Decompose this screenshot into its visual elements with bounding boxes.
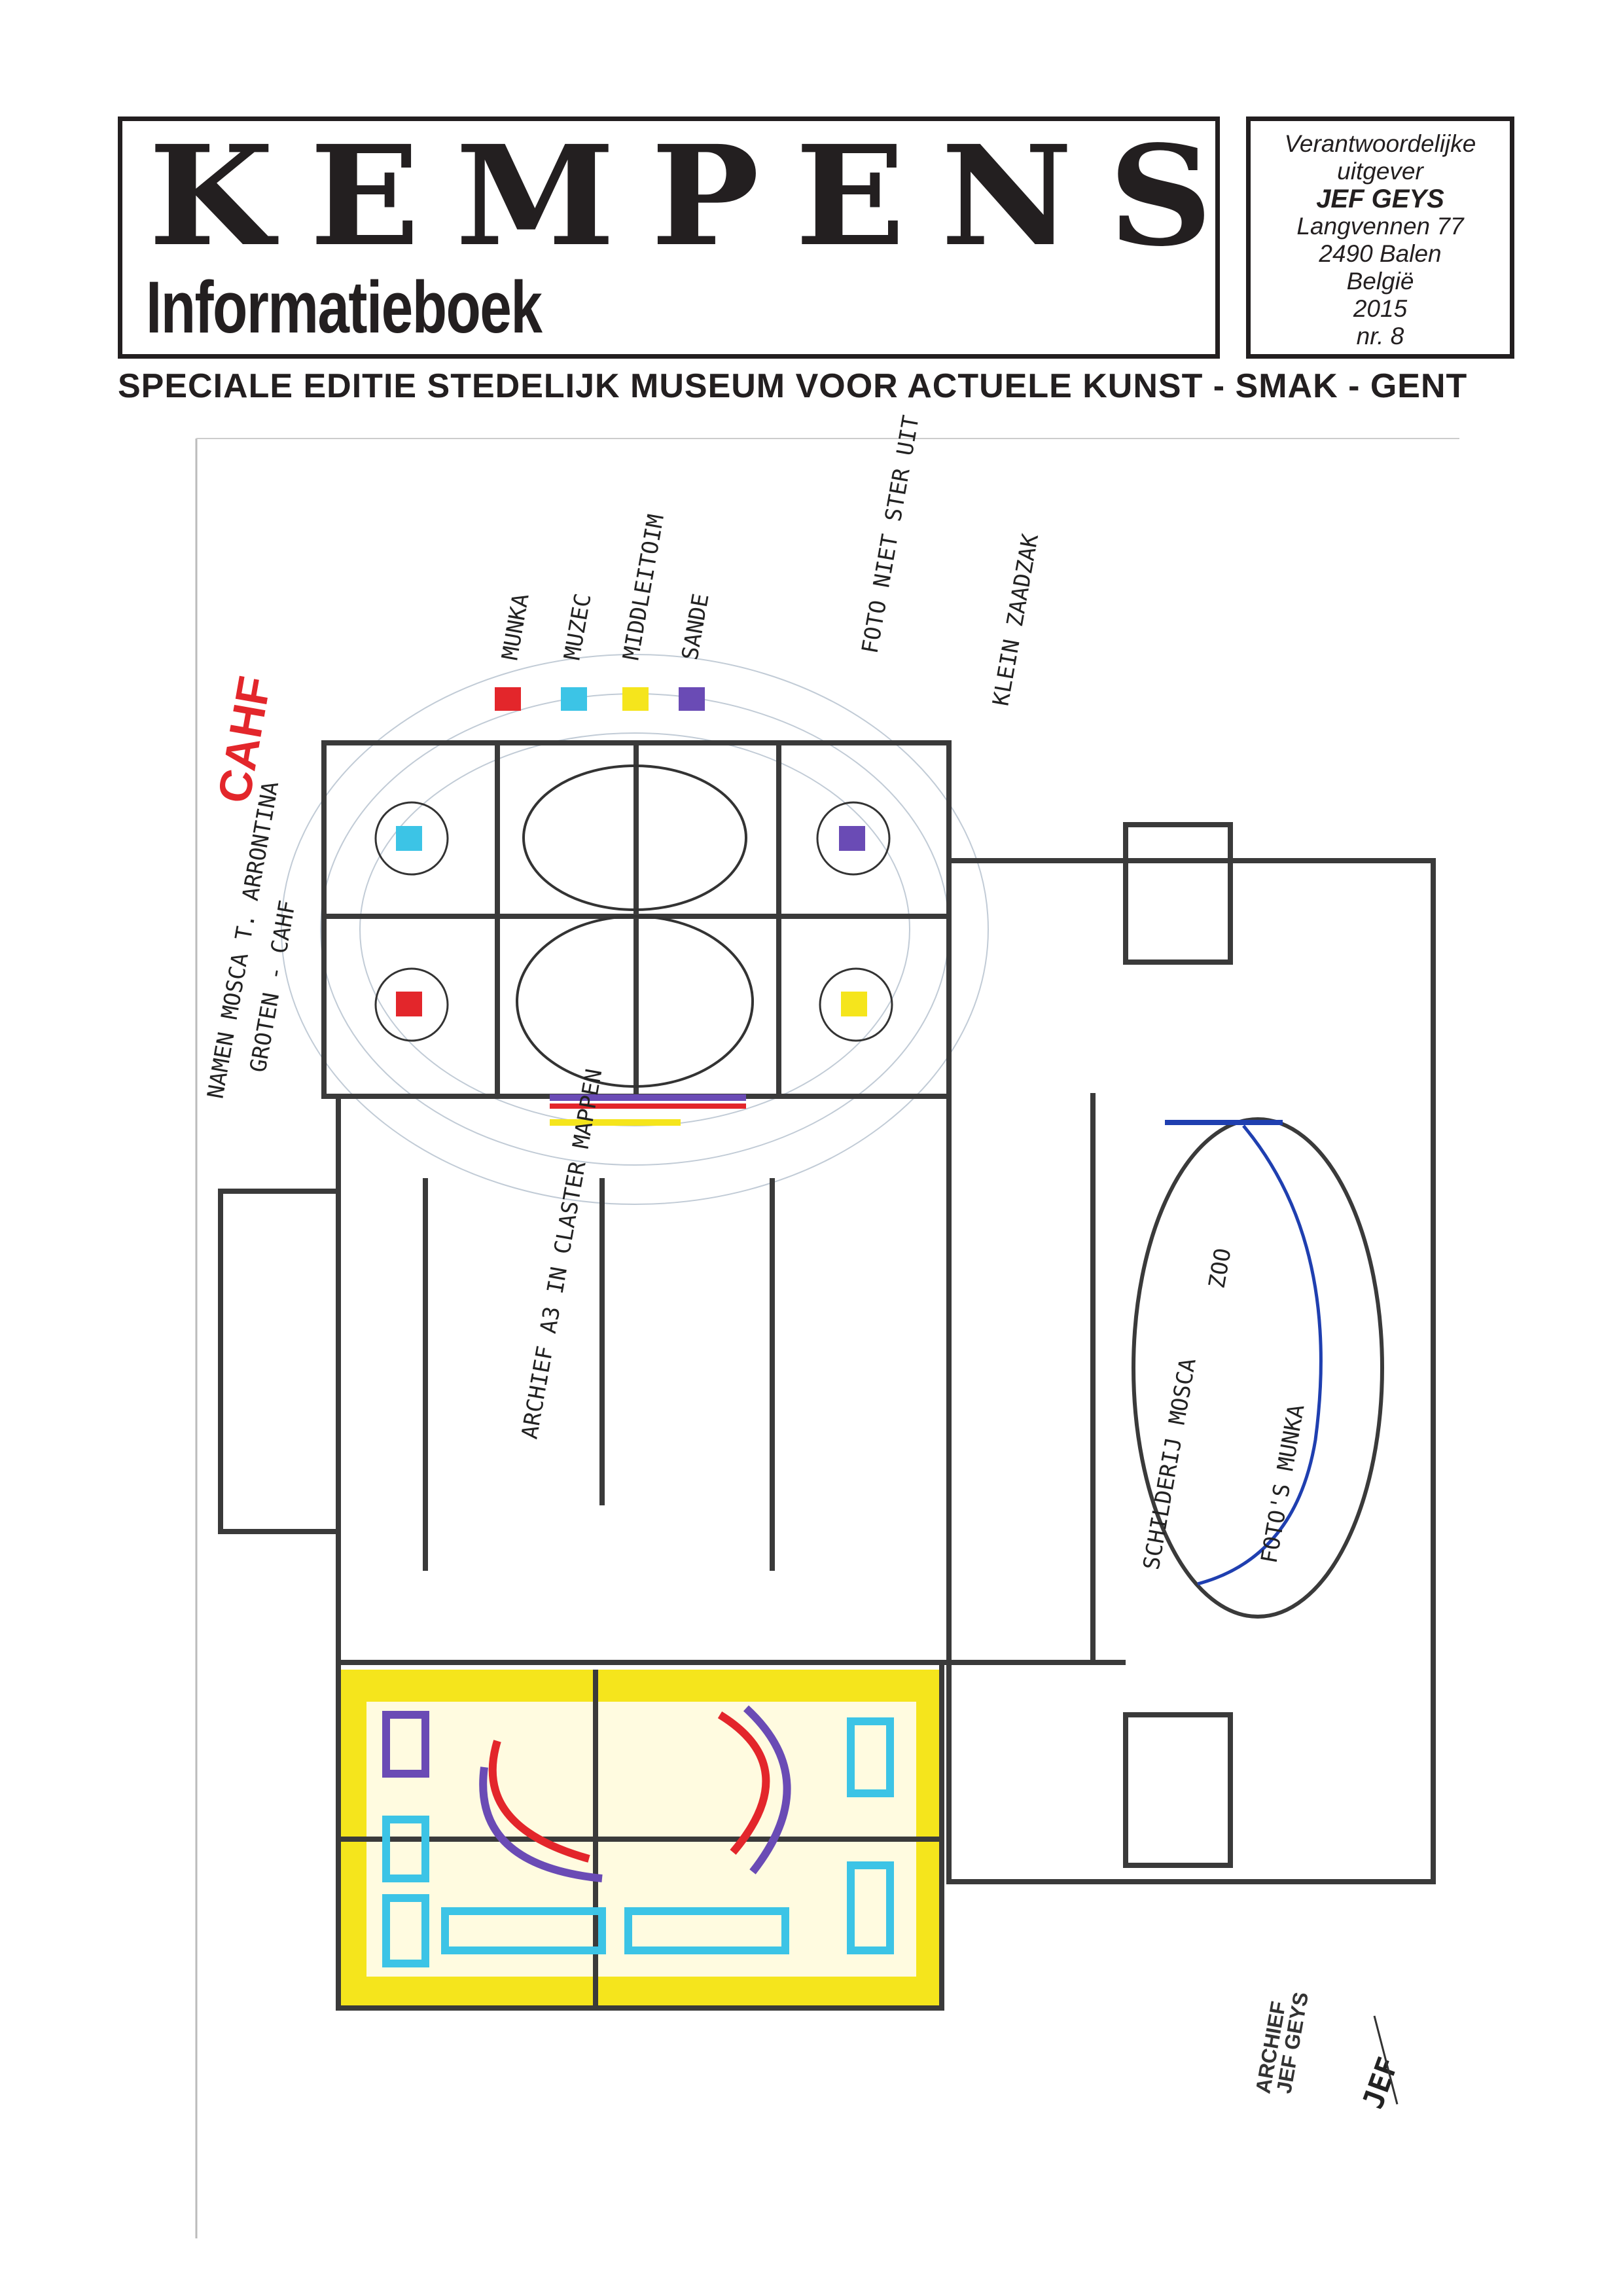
note-munka: MUNKA: [497, 592, 534, 662]
red-swatch: [495, 687, 521, 711]
note-zoo: ZOO: [1204, 1246, 1236, 1290]
room-markers: [374, 801, 893, 1042]
central-oval-upper: [522, 764, 747, 911]
note-foto: FOTO NIET STER UIT: [857, 414, 924, 656]
publisher-year: 2015: [1353, 295, 1408, 322]
red-marker: [396, 992, 422, 1016]
yellow-swatch: [622, 687, 649, 711]
note-muzec: MUZEC: [559, 592, 596, 662]
note-foto-munka: FOTO'S MUNKA: [1256, 1403, 1310, 1566]
purple-marker: [839, 826, 865, 851]
oval-room: [1132, 1117, 1384, 1619]
yellow-stripe: [550, 1119, 681, 1126]
signature: JEF: [1356, 2053, 1405, 2113]
publisher-city: 2490 Balen: [1319, 240, 1442, 267]
cyan-marker: [396, 826, 422, 851]
yellow-marker: [841, 992, 867, 1016]
masthead-box: KEMPENS Informatieboek: [118, 117, 1220, 359]
publisher-country: België: [1346, 268, 1414, 295]
note-sande: SANDE: [677, 592, 714, 662]
publisher-role-2: uitgever: [1337, 158, 1423, 185]
masthead-subtitle: Informatieboek: [146, 266, 543, 348]
purple-stripe: [550, 1094, 746, 1101]
masthead-title: KEMPENS: [149, 115, 1249, 277]
publisher-name: JEF GEYS: [1316, 185, 1444, 213]
publisher-role: Verantwoordelijke: [1284, 130, 1476, 157]
purple-swatch: [679, 687, 705, 711]
walls: [218, 740, 1436, 2011]
note-klein: KLEIN ZAADZAK: [988, 531, 1044, 708]
publisher-street: Langvennen 77: [1296, 213, 1464, 240]
note-middle: MIDDLEITOIM: [618, 512, 669, 662]
red-stripe: [550, 1103, 746, 1109]
signature-stroke: [1373, 2015, 1399, 2105]
gallery-sketch: [382, 1705, 894, 1967]
edition-heading: SPECIALE EDITIE STEDELIJK MUSEUM VOOR AC…: [118, 367, 1468, 405]
cyan-swatch: [561, 687, 587, 711]
issue-number: nr. 8: [1356, 323, 1404, 350]
publisher-box: Verantwoordelijke uitgever JEF GEYS Lang…: [1246, 117, 1514, 359]
central-oval: [516, 915, 754, 1088]
blue-path: [1197, 1124, 1323, 1586]
